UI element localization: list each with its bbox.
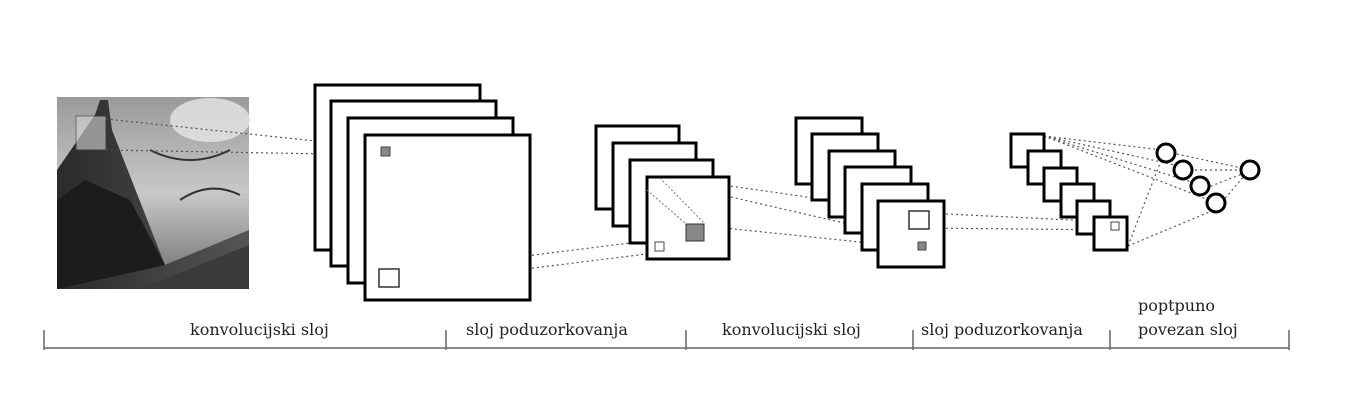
input-image [57,97,250,289]
receptive-field-small [917,241,927,251]
receptive-field-small [654,241,665,252]
label-fc-layer-line1: poptpuno [1138,296,1216,315]
label-conv-layer-1: konvolucijski sloj [190,320,329,339]
neuron [1205,192,1227,214]
pooling-window [378,268,400,288]
output-neuron [1239,159,1261,181]
label-pool-layer-2: sloj poduzorkovanja [921,320,1083,339]
label-fc-layer-line2: povezan sloj [1138,320,1238,339]
pool-layer-1-maps [594,124,731,261]
neuron [1155,142,1177,164]
conv-layer-2-maps [794,116,946,269]
kernel-highlight [685,223,705,242]
receptive-field-small [1110,221,1120,231]
section-bracket [43,330,1290,350]
receptive-field-small [380,146,391,157]
label-conv-layer-2: konvolucijski sloj [722,320,861,339]
pool-layer-2-maps [1009,132,1129,252]
conv-layer-1-maps [313,83,532,302]
pooling-window [908,210,930,230]
neuron [1189,175,1211,197]
conv-kernel-cube [646,177,706,225]
neuron [1172,159,1194,181]
fully-connected-neurons [1155,142,1261,214]
label-pool-layer-1: sloj poduzorkovanja [466,320,628,339]
